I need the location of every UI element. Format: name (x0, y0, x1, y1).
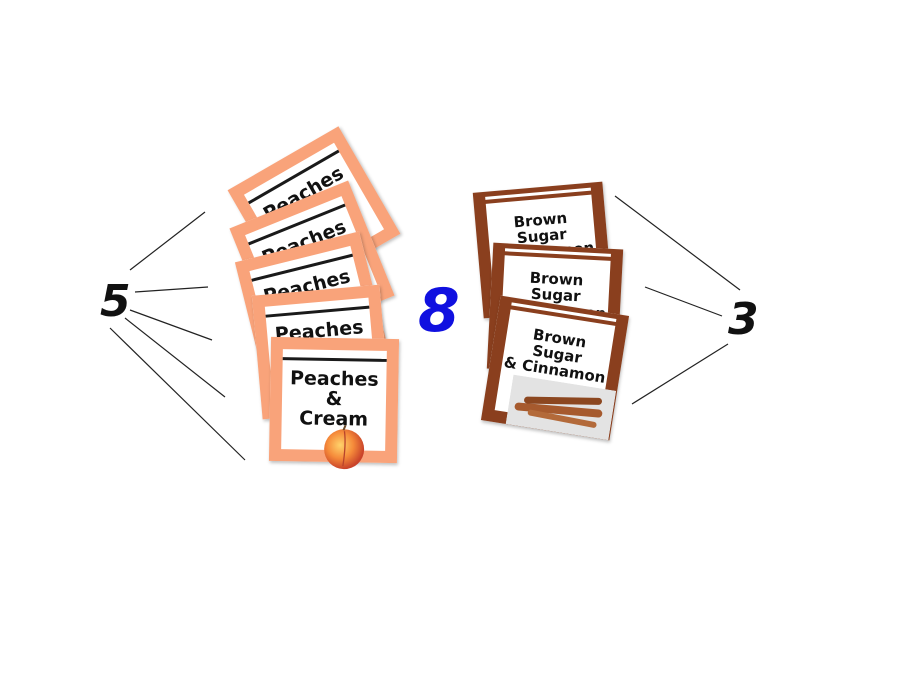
total-count-label: 8 (418, 276, 460, 346)
connector-line (644, 286, 723, 317)
packet-stripe (485, 187, 592, 200)
peach-packet-front: Peaches & Cream (268, 336, 400, 470)
connector-line (109, 327, 246, 461)
connector-line (614, 195, 741, 291)
left-count-label: 5 (100, 276, 131, 327)
packet-stripe (504, 248, 611, 257)
connector-line (129, 211, 206, 271)
brown-sugar-packet-front: Brown Sugar & Cinnamon (480, 295, 630, 441)
connector-line (129, 309, 213, 341)
cinnamon-sticks-icon (505, 374, 617, 441)
right-count-label: 3 (728, 294, 759, 345)
connector-line (134, 286, 209, 293)
packet-stripe (265, 305, 370, 318)
connector-line (124, 317, 226, 398)
packet-stripe (282, 357, 387, 362)
connector-line (631, 343, 729, 405)
peach-fruit-icon (324, 424, 365, 470)
